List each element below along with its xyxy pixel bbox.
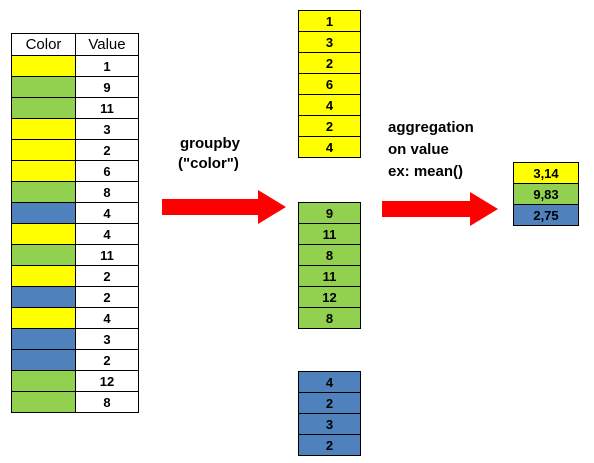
group-green-cell: 11 (298, 223, 361, 245)
value-cell: 8 (75, 391, 139, 413)
color-swatch-blue (11, 328, 76, 350)
group-green-cell: 12 (298, 286, 361, 308)
group-yellow-cell: 2 (298, 52, 361, 74)
color-swatch-blue (11, 286, 76, 308)
result-blue-cell: 2,75 (513, 204, 579, 226)
value-cell: 2 (75, 139, 139, 161)
value-cell: 11 (75, 97, 139, 119)
color-swatch-yellow (11, 160, 76, 182)
color-swatch-green (11, 391, 76, 413)
value-cell: 2 (75, 286, 139, 308)
value-cell: 2 (75, 265, 139, 287)
color-swatch-green (11, 370, 76, 392)
value-cell: 11 (75, 244, 139, 266)
color-swatch-green (11, 97, 76, 119)
color-swatch-yellow (11, 265, 76, 287)
value-cell: 9 (75, 76, 139, 98)
group-yellow-cell: 6 (298, 73, 361, 95)
value-cell: 12 (75, 370, 139, 392)
aggregation-arrow-shape (382, 192, 498, 226)
value-cell: 4 (75, 307, 139, 329)
result-yellow-cell: 3,14 (513, 162, 579, 184)
color-swatch-yellow (11, 139, 76, 161)
color-swatch-yellow (11, 223, 76, 245)
color-swatch-yellow (11, 118, 76, 140)
groupby-label-line2: ("color") (178, 155, 239, 172)
value-cell: 3 (75, 328, 139, 350)
groupby-arrow-shape (162, 190, 286, 224)
aggregation-label-line3: ex: mean() (388, 163, 464, 180)
groupby-arrow-icon (162, 190, 286, 224)
group-green-cell: 11 (298, 265, 361, 287)
color-swatch-green (11, 181, 76, 203)
group-blue-cell: 3 (298, 413, 361, 435)
color-swatch-blue (11, 202, 76, 224)
result-green-cell: 9,83 (513, 183, 579, 205)
group-green-cell: 8 (298, 244, 361, 266)
group-green-cell: 8 (298, 307, 361, 329)
value-cell: 4 (75, 202, 139, 224)
value-cell: 6 (75, 160, 139, 182)
value-cell: 4 (75, 223, 139, 245)
value-cell: 3 (75, 118, 139, 140)
color-swatch-green (11, 244, 76, 266)
group-blue-cell: 2 (298, 392, 361, 414)
value-cell: 2 (75, 349, 139, 371)
group-yellow-cell: 2 (298, 115, 361, 137)
group-green-cell: 9 (298, 202, 361, 224)
color-swatch-yellow (11, 55, 76, 77)
value-column-header: Value (75, 33, 139, 56)
group-blue-cell: 4 (298, 371, 361, 393)
aggregation-label-line2: on value (388, 141, 449, 158)
value-cell: 1 (75, 55, 139, 77)
group-yellow-cell: 4 (298, 136, 361, 158)
color-swatch-yellow (11, 307, 76, 329)
color-swatch-blue (11, 349, 76, 371)
value-cell: 8 (75, 181, 139, 203)
group-yellow-cell: 4 (298, 94, 361, 116)
aggregation-label-line1: aggregation (388, 119, 474, 136)
group-yellow-cell: 3 (298, 31, 361, 53)
group-blue-cell: 2 (298, 434, 361, 456)
color-column-header: Color (11, 33, 76, 56)
color-swatch-green (11, 76, 76, 98)
aggregation-arrow-icon (382, 192, 498, 226)
groupby-label-line1: groupby (180, 135, 240, 152)
group-yellow-cell: 1 (298, 10, 361, 32)
